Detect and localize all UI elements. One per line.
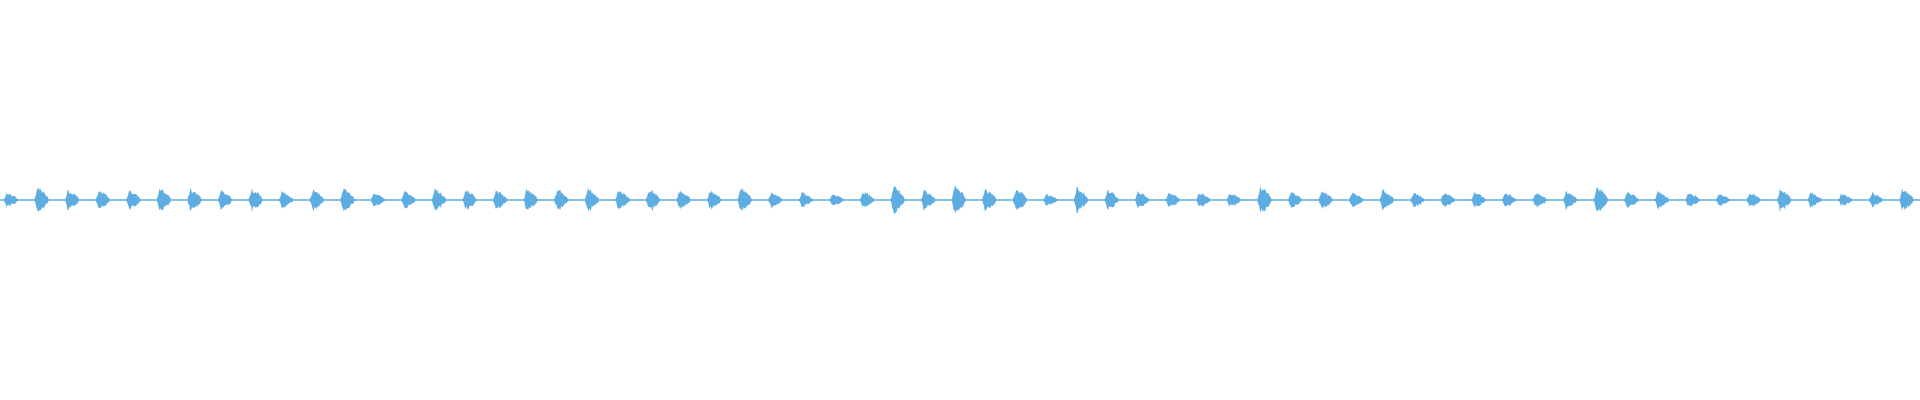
waveform-clip [1165,192,1180,208]
waveform-clip [187,188,202,212]
waveform-clip [1288,191,1303,209]
waveform-clip [1135,190,1150,209]
waveform-clip [1624,191,1639,209]
waveform-clip [1746,193,1761,207]
waveform-clip [126,190,141,210]
waveform-clip [1777,188,1792,213]
waveform-clip [1104,189,1119,210]
waveform-clip [309,189,324,211]
waveform-clip [523,189,538,210]
waveform-clip [1318,191,1333,210]
waveform-clip [248,188,263,213]
waveform-clip [1654,191,1669,210]
waveform-clip [921,189,936,212]
waveform-clip [462,189,477,211]
waveform-clip [370,193,385,207]
waveform-clip [554,189,569,211]
waveform-clip [1440,192,1455,208]
waveform-clip [156,188,171,211]
waveform-clip [279,190,294,209]
waveform-clip [737,187,752,212]
waveform-clip [1807,192,1822,209]
waveform-clip [982,189,997,212]
waveform-clip [584,187,599,212]
waveform-clip [1043,193,1058,206]
waveform-clip [340,188,355,212]
waveform-clip [890,185,905,215]
waveform-clip [1349,192,1364,208]
waveform-clip [951,185,966,214]
waveform-clip [1196,193,1211,207]
waveform-clip [1012,189,1027,211]
waveform-clips [4,185,1914,215]
waveform-clip [432,188,447,211]
waveform-clip [1532,192,1547,208]
waveform-clip [1471,192,1486,207]
waveform-clip [707,190,722,210]
waveform-clip [218,189,233,210]
waveform-clip [1868,191,1883,208]
waveform-clip [1563,191,1578,210]
waveform-clip [493,190,508,210]
waveform-clip [1838,193,1853,207]
waveform-clip [646,189,661,212]
waveform-clip [829,194,844,206]
waveform-clip [4,192,18,208]
waveform-clip [65,189,80,212]
waveform-clip [1593,186,1608,212]
waveform-clip [34,187,49,212]
waveform-clip [676,190,691,210]
waveform-clip [401,190,416,209]
waveform-clip [1716,194,1731,206]
waveform-clip [798,192,813,208]
waveform-clip [1502,193,1517,207]
waveform-clip [1257,186,1272,213]
waveform-clip [860,191,875,208]
waveform-clip [1226,193,1241,207]
waveform-clip [95,191,110,209]
waveform-clip [615,190,630,209]
waveform-clip [1685,193,1700,208]
waveform-clip [1410,192,1425,208]
waveform-clip [768,191,783,209]
waveform-clip [1074,186,1089,214]
waveform-clip [1379,189,1394,211]
waveform-clip [1899,188,1914,211]
